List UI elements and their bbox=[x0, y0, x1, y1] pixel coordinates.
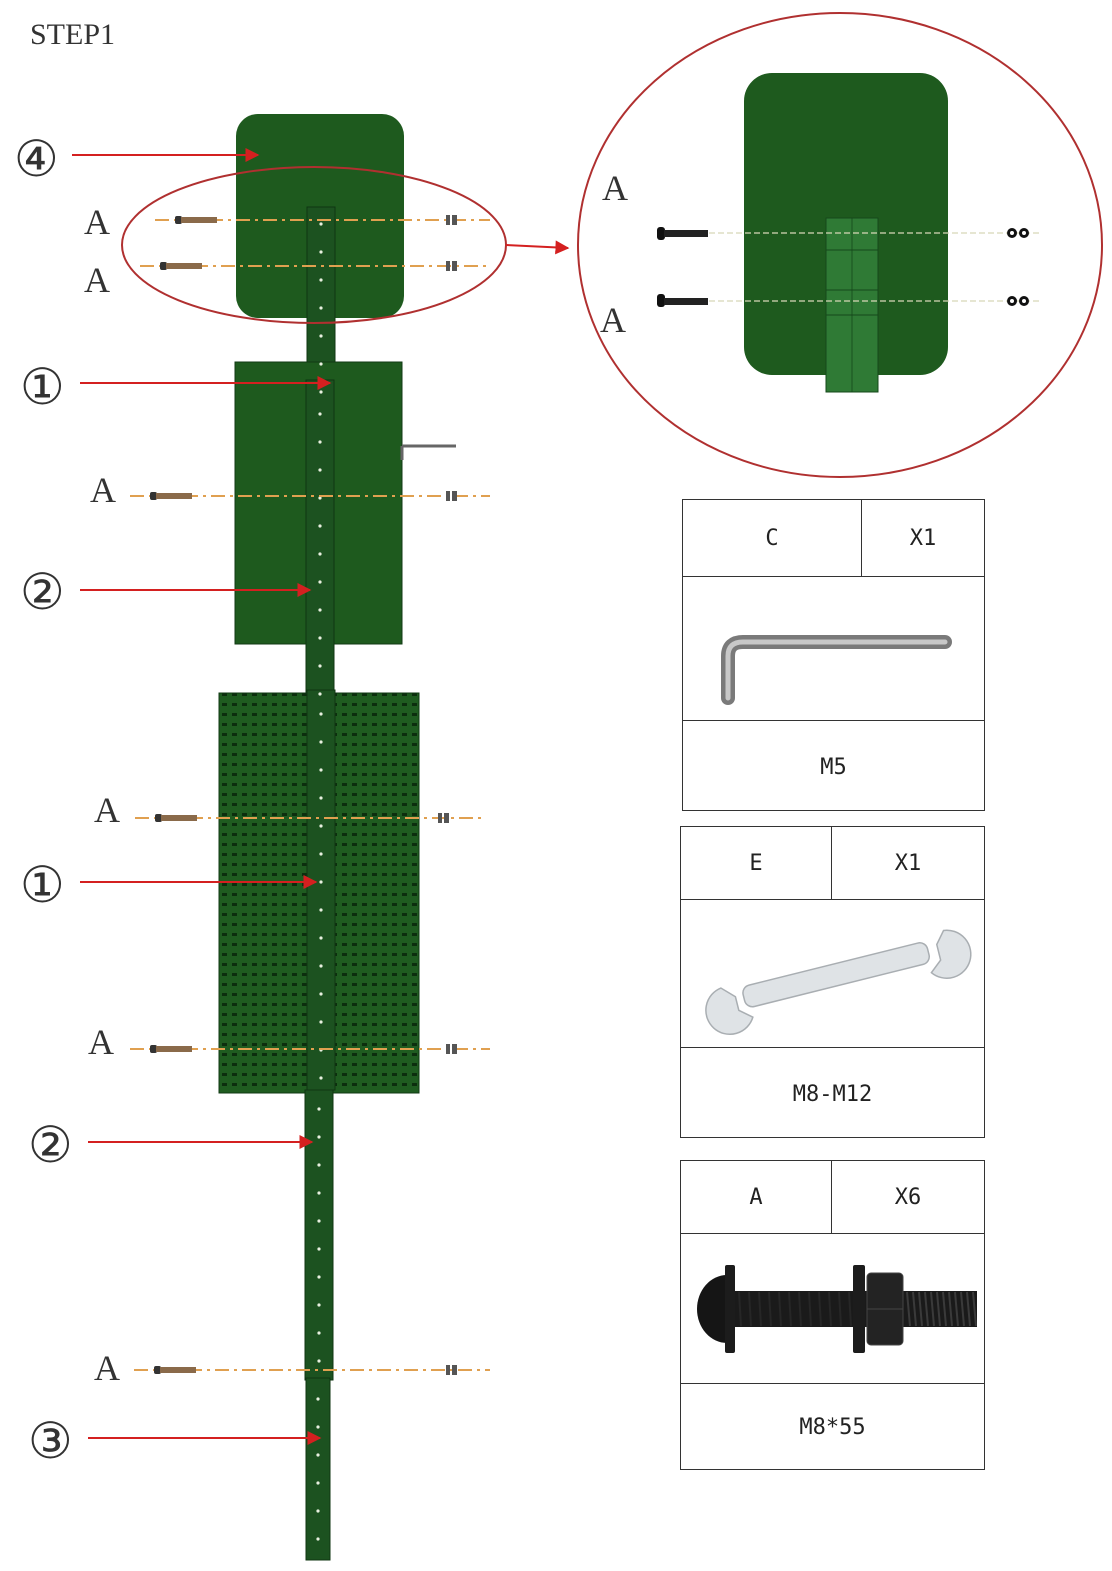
part-spec: M8-M12 bbox=[792, 1081, 873, 1107]
post-hole bbox=[319, 908, 323, 912]
post-hole bbox=[317, 1135, 321, 1139]
callout-part-1: ① bbox=[20, 358, 65, 416]
post-hole bbox=[316, 1537, 320, 1541]
post-hole bbox=[319, 306, 323, 310]
bolt-icon bbox=[697, 1265, 977, 1353]
post-hole bbox=[316, 1397, 320, 1401]
bolt-label: A bbox=[84, 260, 110, 300]
nut-icon bbox=[446, 261, 457, 271]
post-hole bbox=[317, 1107, 321, 1111]
zoom-nut-icon bbox=[1007, 296, 1029, 306]
post-hole bbox=[319, 1020, 323, 1024]
bolt-label: A bbox=[90, 470, 116, 510]
post-hole bbox=[318, 552, 322, 556]
post-hole bbox=[319, 740, 323, 744]
bolt-label: A bbox=[88, 1022, 114, 1062]
part-spec: M8*55 bbox=[799, 1414, 866, 1440]
zoom-bolt-label: A bbox=[602, 168, 628, 208]
part-card-a: A X6 M8*55 bbox=[680, 1160, 985, 1470]
post-segment-5 bbox=[305, 1377, 331, 1561]
post-hole bbox=[319, 936, 323, 940]
post-hole bbox=[319, 992, 323, 996]
post-segment-2 bbox=[305, 379, 335, 711]
bolt-icon bbox=[150, 1045, 192, 1053]
step-title: STEP1 bbox=[30, 18, 116, 51]
post-hole bbox=[318, 636, 322, 640]
post-hole bbox=[319, 824, 323, 828]
nut-icon bbox=[446, 1044, 457, 1054]
post-hole bbox=[317, 1219, 321, 1223]
post-hole bbox=[319, 964, 323, 968]
bolt-icon bbox=[150, 492, 192, 500]
post-hole bbox=[318, 524, 322, 528]
zoom-bolt-icon bbox=[657, 227, 708, 240]
bolt-icon bbox=[155, 814, 197, 822]
zoom-nut-icon bbox=[1007, 228, 1029, 238]
post-hole bbox=[319, 1076, 323, 1080]
post-hole bbox=[318, 440, 322, 444]
bolt-label: A bbox=[84, 202, 110, 242]
post-hole bbox=[316, 1481, 320, 1485]
post-hole bbox=[319, 768, 323, 772]
part-code: C bbox=[683, 500, 862, 576]
bolt-label: A bbox=[94, 1348, 120, 1388]
bolt-icon bbox=[175, 216, 217, 224]
part-card-c: C X1 M5 bbox=[682, 499, 985, 811]
post-hole bbox=[318, 664, 322, 668]
part-code: E bbox=[681, 827, 832, 899]
bolt-icon bbox=[154, 1366, 196, 1374]
bolt-label: A bbox=[94, 790, 120, 830]
zoom-bolt-icon bbox=[657, 294, 708, 307]
post-hole bbox=[317, 1331, 321, 1335]
post-hole bbox=[319, 334, 323, 338]
post-hole bbox=[319, 712, 323, 716]
part-code: A bbox=[681, 1161, 832, 1233]
post-segment-4 bbox=[304, 1089, 334, 1381]
post-segment-3 bbox=[306, 689, 336, 1091]
post-hole bbox=[318, 496, 322, 500]
nut-icon bbox=[446, 215, 457, 225]
post-hole bbox=[318, 412, 322, 416]
post-hole bbox=[317, 1191, 321, 1195]
callout-part-3: ③ bbox=[28, 1412, 73, 1470]
post-hole bbox=[319, 278, 323, 282]
post-hole bbox=[316, 1425, 320, 1429]
post-hole bbox=[319, 390, 323, 394]
post-hole bbox=[318, 580, 322, 584]
bolt-icon bbox=[160, 262, 202, 270]
callout-part-1: ① bbox=[20, 856, 65, 914]
post-hole bbox=[318, 692, 322, 696]
post-hole bbox=[319, 880, 323, 884]
part-qty: X6 bbox=[894, 1184, 922, 1210]
post-hole bbox=[319, 222, 323, 226]
callout-part-4: ④ bbox=[14, 130, 59, 188]
nut-icon bbox=[438, 813, 449, 823]
post-hole bbox=[319, 250, 323, 254]
callout-part-2: ② bbox=[20, 563, 65, 621]
post-hole bbox=[317, 1303, 321, 1307]
part-qty: X1 bbox=[894, 850, 922, 876]
post-hole bbox=[316, 1453, 320, 1457]
nut-icon bbox=[446, 491, 457, 501]
post-hole bbox=[317, 1359, 321, 1363]
post-hole bbox=[318, 468, 322, 472]
zoom-bolt-label: A bbox=[600, 300, 626, 340]
post-hole bbox=[318, 608, 322, 612]
post-hole bbox=[317, 1247, 321, 1251]
part-qty: X1 bbox=[909, 525, 937, 551]
post-hole bbox=[319, 362, 323, 366]
post-hole bbox=[317, 1275, 321, 1279]
wrench-icon bbox=[705, 929, 972, 1035]
post-hole bbox=[317, 1163, 321, 1167]
post-hole bbox=[319, 852, 323, 856]
callout-part-2: ② bbox=[28, 1116, 73, 1174]
part-card-e: E X1 M8-M12 bbox=[680, 826, 985, 1138]
nut-icon bbox=[446, 1365, 457, 1375]
part-spec: M5 bbox=[820, 754, 847, 780]
post-hole bbox=[319, 796, 323, 800]
post-hole bbox=[316, 1509, 320, 1513]
allen-key-icon bbox=[721, 635, 952, 705]
